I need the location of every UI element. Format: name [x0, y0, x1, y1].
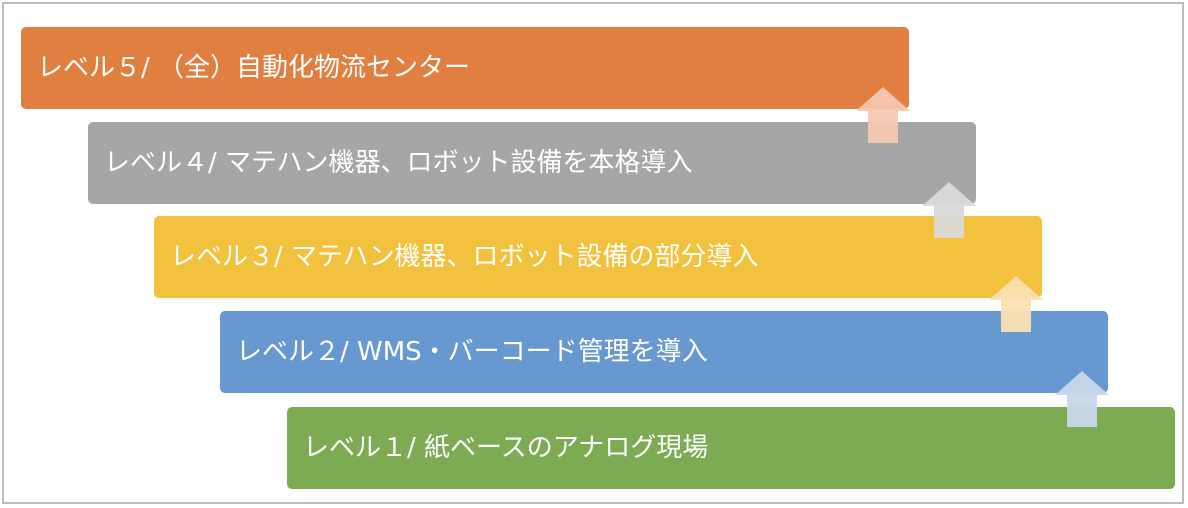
arrow-up-icon	[922, 182, 976, 238]
arrow-shape	[922, 182, 976, 238]
arrow-shape	[989, 276, 1043, 332]
level-3-label: レベル３/ マテハン機器、ロボット設備の部分導入	[170, 242, 759, 272]
level-4-bar: レベル４/ マテハン機器、ロボット設備を本格導入	[88, 122, 976, 204]
level-2-label: レベル２/ WMS・バーコード管理を導入	[236, 337, 708, 367]
arrow-shape	[1055, 371, 1109, 427]
arrow-shape	[856, 87, 910, 143]
level-5-label: レベル５/ （全）自動化物流センター	[37, 53, 471, 83]
level-3-bar: レベル３/ マテハン機器、ロボット設備の部分導入	[154, 216, 1042, 298]
arrow-up-icon	[989, 276, 1043, 332]
arrow-up-icon	[1055, 371, 1109, 427]
level-1-bar: レベル１/ 紙ベースのアナログ現場	[287, 407, 1175, 489]
arrow-up-icon	[856, 87, 910, 143]
level-5-bar: レベル５/ （全）自動化物流センター	[21, 27, 909, 109]
level-1-label: レベル１/ 紙ベースのアナログ現場	[303, 433, 709, 463]
level-4-label: レベル４/ マテハン機器、ロボット設備を本格導入	[104, 148, 693, 178]
level-2-bar: レベル２/ WMS・バーコード管理を導入	[220, 311, 1108, 393]
